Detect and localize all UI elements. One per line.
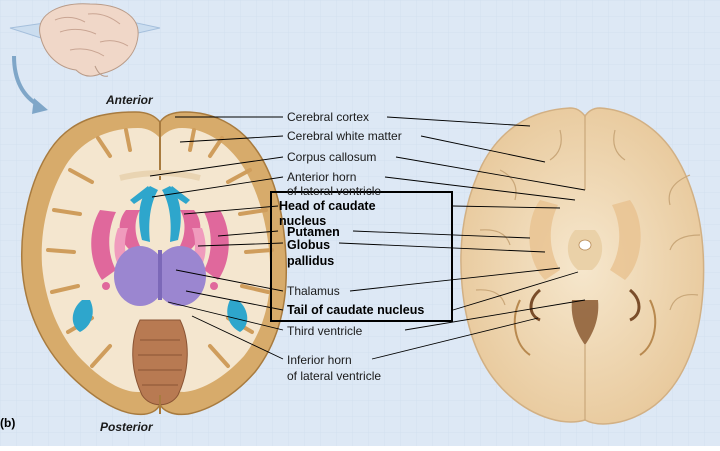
panel-label: (b) xyxy=(0,416,16,430)
label-thalamus: Thalamus xyxy=(287,284,340,298)
label-head-caudate-line1: Head of caudate xyxy=(279,199,376,213)
label-inferior-horn-line2: of lateral ventricle xyxy=(287,369,382,383)
label-globus-line1: Globus xyxy=(287,238,331,252)
label-tail-caudate: Tail of caudate nucleus xyxy=(287,303,425,317)
label-putamen: Putamen xyxy=(287,225,340,239)
brain-specimen-photo xyxy=(460,107,705,425)
label-inferior-horn-line1: Inferior horn xyxy=(287,353,352,367)
small-brain-icon xyxy=(9,3,161,77)
label-corpus-callosum: Corpus callosum xyxy=(287,150,377,164)
highlight-box xyxy=(270,191,453,322)
label-cerebral-white-matter: Cerebral white matter xyxy=(287,129,402,143)
label-cerebral-cortex: Cerebral cortex xyxy=(287,110,370,124)
pointer-arrow-icon xyxy=(12,55,48,114)
label-anterior-horn-line1: Anterior horn xyxy=(287,170,357,184)
label-globus-line2: pallidus xyxy=(287,254,335,268)
posterior-label: Posterior xyxy=(100,420,153,434)
label-head-caudate-line2: nucleus xyxy=(279,214,327,228)
label-third-ventricle: Third ventricle xyxy=(287,324,363,338)
anterior-label: Anterior xyxy=(106,93,153,107)
leader-lines xyxy=(149,116,586,360)
label-anterior-horn-line2: of lateral ventricle xyxy=(287,184,382,198)
